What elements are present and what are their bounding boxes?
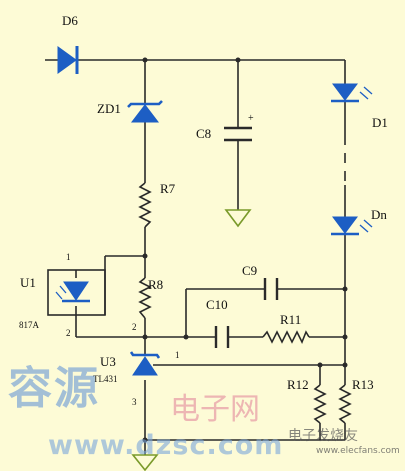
d6-diode (57, 46, 77, 74)
watermark-url: www.dzsc.com (48, 430, 284, 461)
u1-light-arrows (55, 285, 67, 300)
u1-pin1-label: 1 (66, 252, 71, 262)
c8-polarity-label: + (248, 113, 254, 124)
dn-label: Dn (371, 207, 387, 222)
u3-cathode-bar (129, 351, 161, 359)
watermark-elecfans-name: 电子发烧友 (288, 428, 358, 444)
zd1-label: ZD1 (97, 101, 121, 116)
r13-label: R13 (352, 377, 374, 392)
r8-label: R8 (148, 277, 164, 292)
r12-resistor (313, 384, 327, 424)
r11-resistor (262, 330, 310, 344)
c9-label: C9 (242, 263, 258, 278)
d1-label: D1 (372, 115, 388, 130)
dn-light-arrows (359, 219, 373, 233)
u3-tl431 (132, 356, 158, 376)
junction-dots (142, 57, 348, 443)
zd1-zener (130, 104, 160, 123)
watermark-brand: 容源 (8, 363, 100, 414)
d6-label: D6 (62, 13, 78, 28)
c8-ground-symbol (224, 209, 252, 228)
u3-part-label: TL431 (93, 374, 118, 384)
watermark-brand-sub: 电子网 (170, 392, 260, 427)
c10-label: C10 (206, 297, 228, 312)
r8-resistor (138, 277, 152, 319)
r11-label: R11 (280, 312, 302, 327)
r13-resistor (338, 384, 352, 424)
r12-label: R12 (287, 377, 309, 392)
c8-label: C8 (196, 126, 212, 141)
dn-led (332, 216, 358, 234)
u3-pin3-label: 3 (132, 397, 137, 407)
r7-resistor (138, 182, 152, 228)
u1-label: U1 (20, 275, 36, 290)
u3-label: U3 (100, 354, 116, 369)
watermark-elecfans-url: www.elecfans.com (316, 446, 400, 456)
u3-ground-symbol (131, 454, 159, 471)
u3-pin1-label: 1 (175, 350, 180, 360)
r7-label: R7 (160, 181, 176, 196)
u1-part-label: 817A (19, 320, 39, 330)
d1-led (332, 83, 358, 101)
u3-pin2-label: 2 (132, 322, 137, 332)
zd1-cathode-bar (127, 100, 163, 108)
u1-led (63, 281, 89, 301)
d1-light-arrows (359, 86, 373, 100)
u1-pin2-label: 2 (66, 328, 71, 338)
